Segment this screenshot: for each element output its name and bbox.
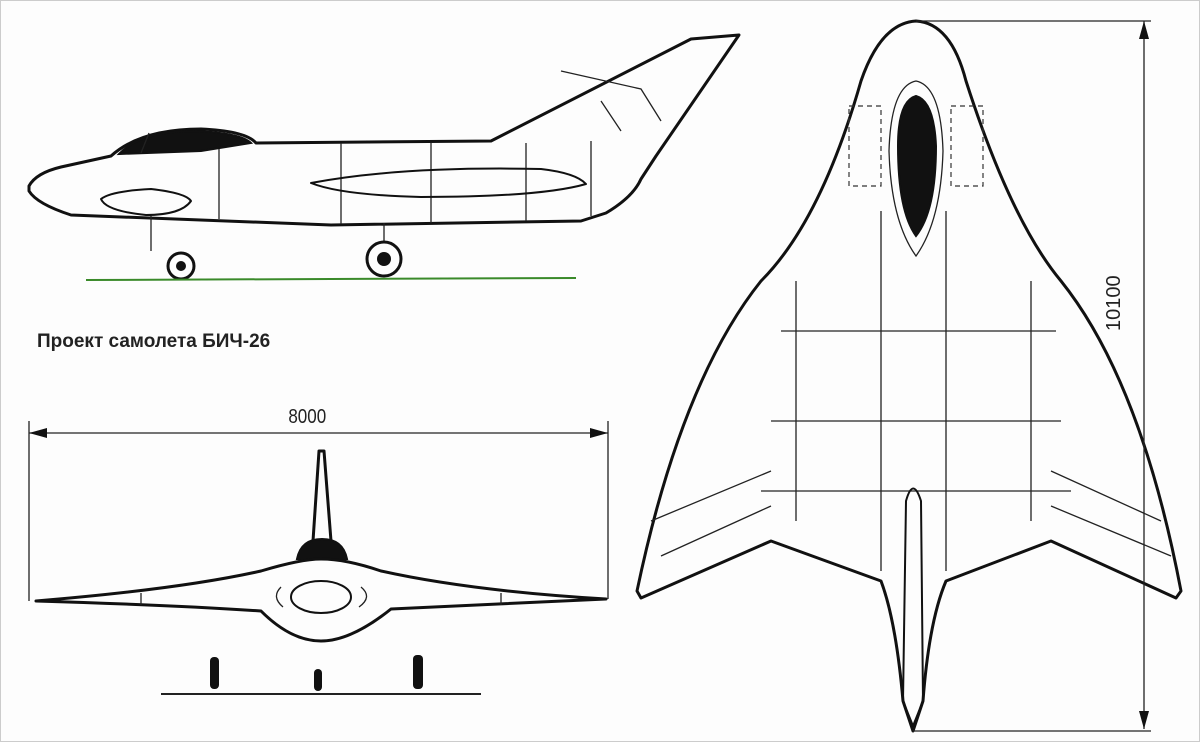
wingspan-dimension: 8000 [288,406,327,428]
ground-line [85,277,577,281]
side-view [27,33,741,281]
front-view [28,421,609,695]
length-dimension: 10100 [1103,275,1125,331]
top-view [635,19,1183,733]
drawing-caption: Проект самолета БИЧ-26 [37,331,271,352]
